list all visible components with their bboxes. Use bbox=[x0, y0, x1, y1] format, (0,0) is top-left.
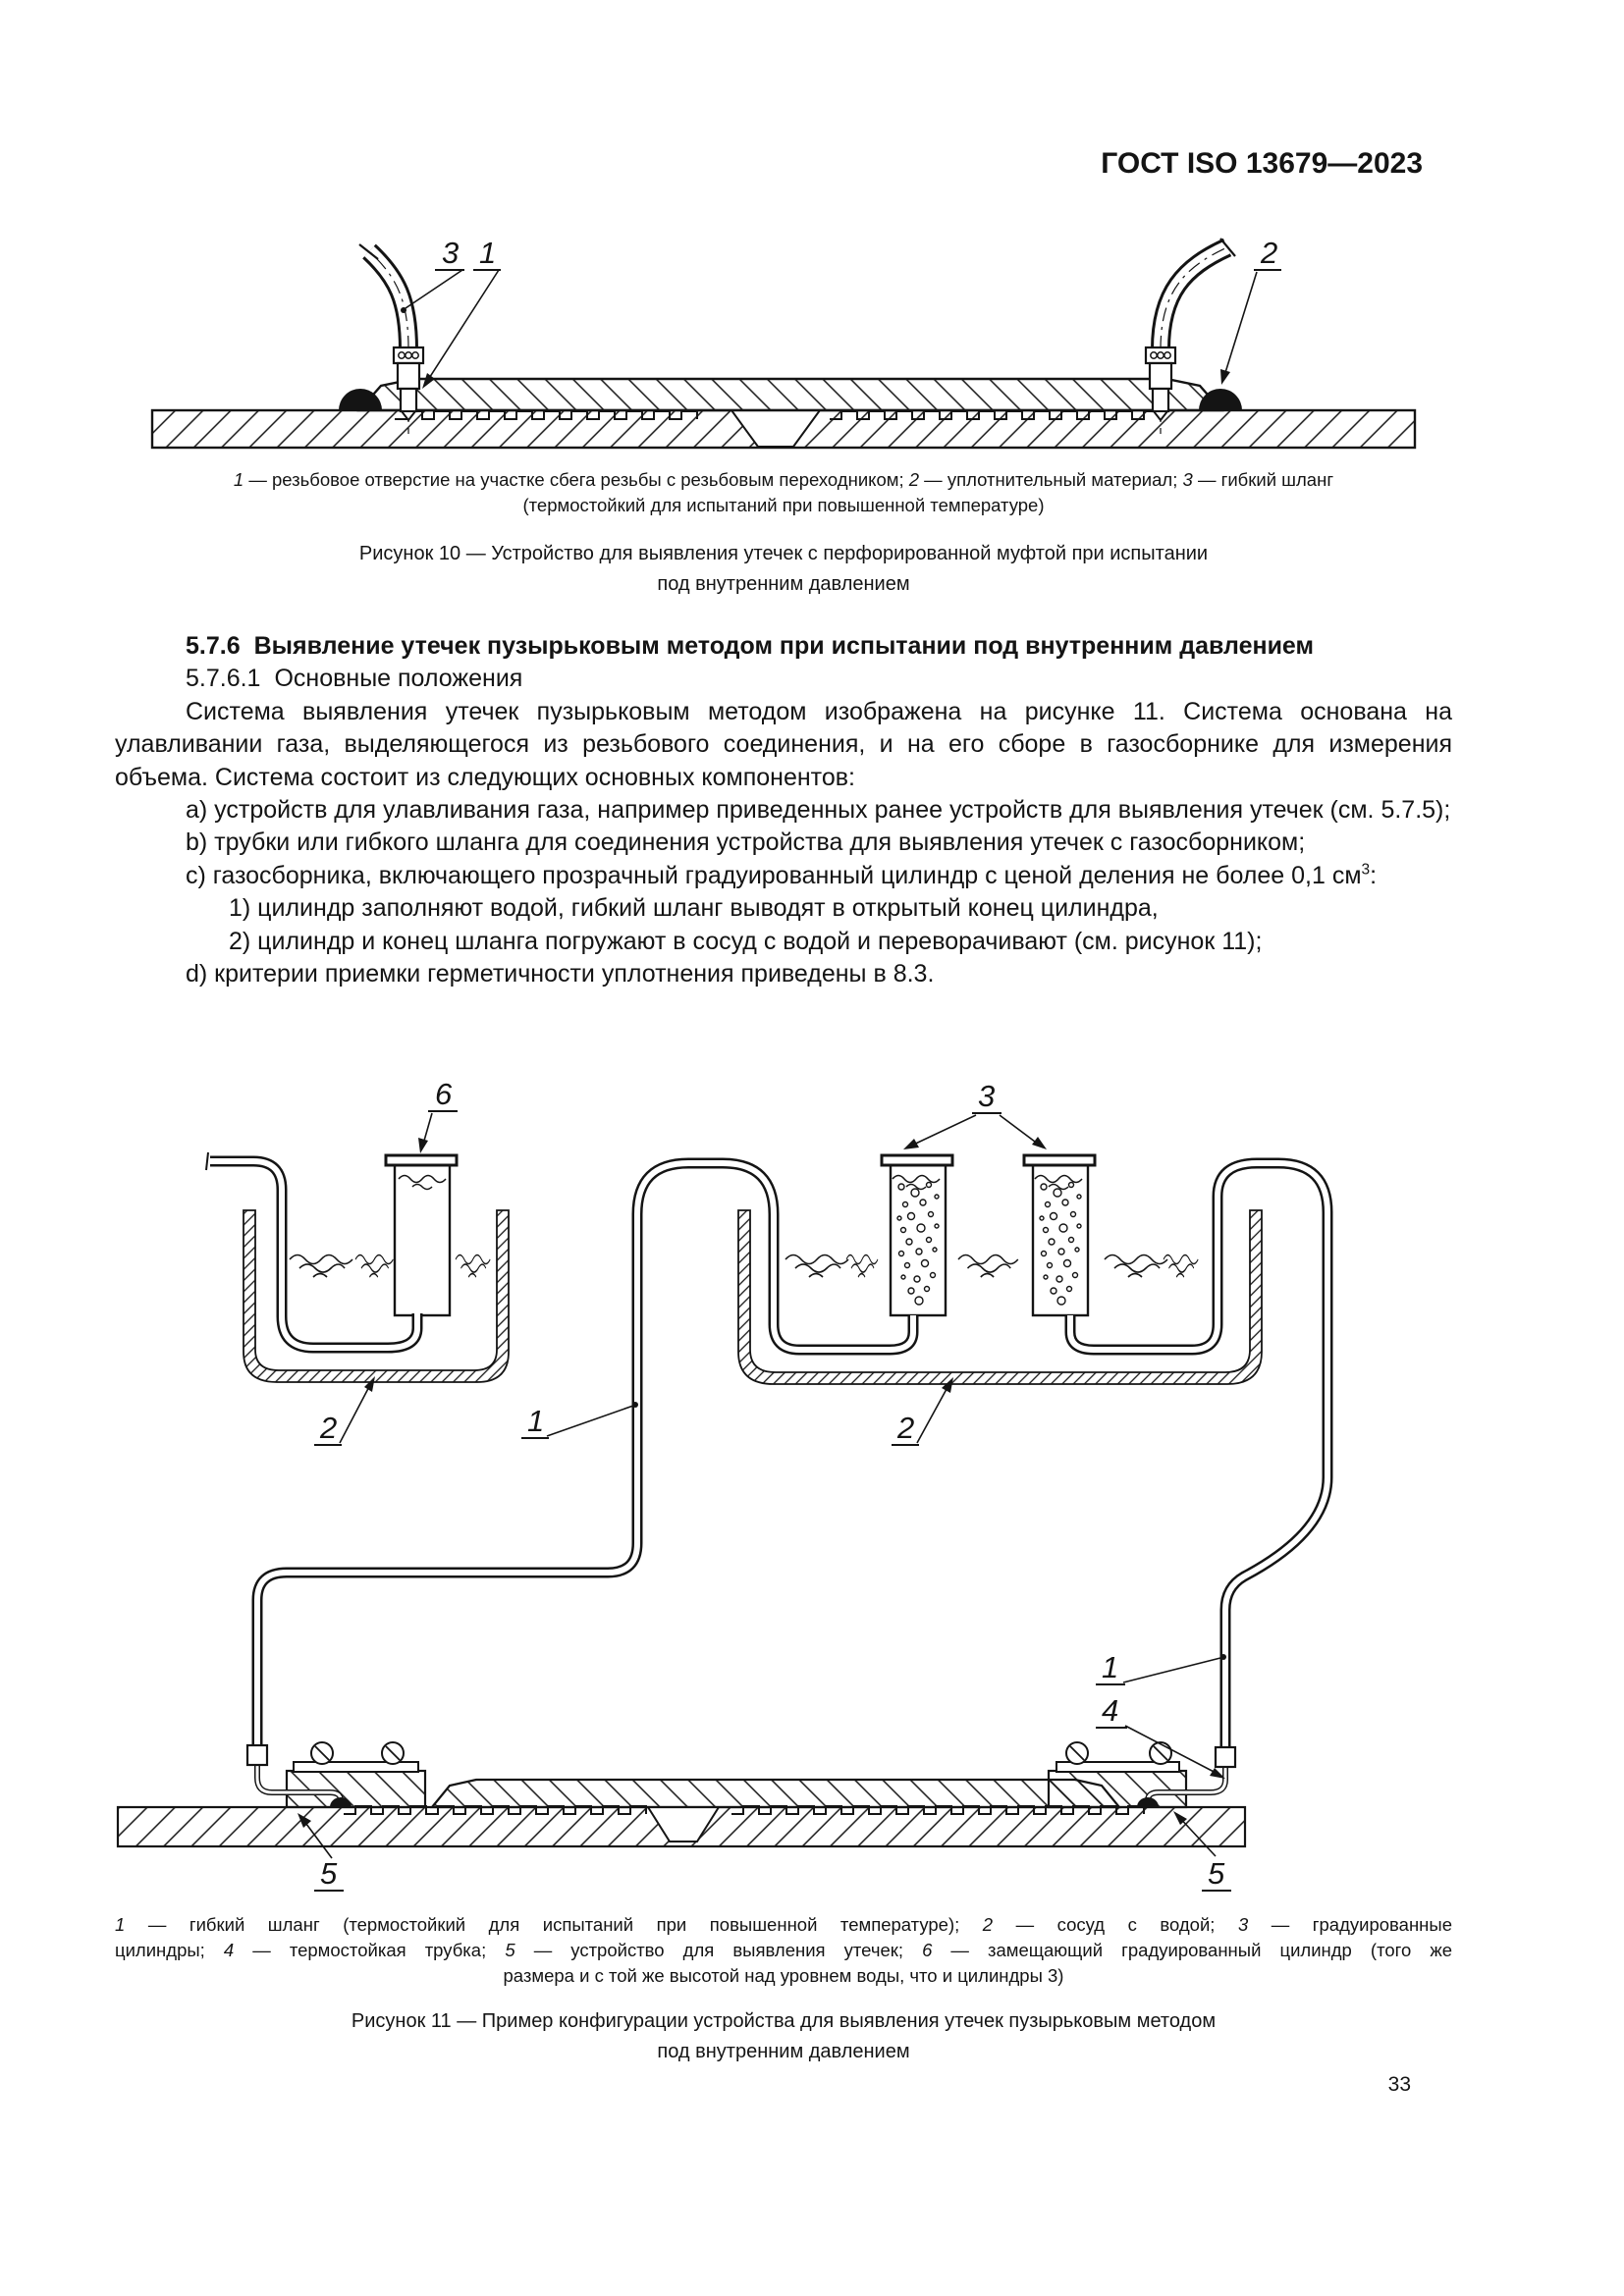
heat-resistant-tube-right bbox=[1137, 1745, 1237, 1807]
list-item-1: 1) цилиндр заполняют водой, гибкий шланг… bbox=[229, 894, 1159, 923]
hose-1-left bbox=[251, 1157, 919, 1744]
perforated-coupling bbox=[356, 377, 1224, 412]
threaded-adapter-left bbox=[392, 346, 425, 422]
thread-left bbox=[395, 410, 698, 420]
figure11-caption: Рисунок 11 — Пример конфигурации устройс… bbox=[115, 2006, 1452, 2067]
document-header: ГОСТ ISO 13679—2023 bbox=[1101, 147, 1423, 180]
feed-tube-left bbox=[205, 1151, 423, 1354]
heat-resistant-tube-left bbox=[245, 1743, 352, 1807]
page-number: 33 bbox=[1387, 2073, 1411, 2096]
list-item-c: c) газосборника, включающего прозрачный … bbox=[186, 861, 1378, 889]
svg-text:1: 1 bbox=[527, 1404, 544, 1438]
flexible-hose-left bbox=[358, 243, 418, 350]
coupling bbox=[429, 1778, 1122, 1809]
callout-2-right: 2 bbox=[892, 1377, 953, 1446]
figure10-legend-line2: (термостойкий для испытаний при повышенн… bbox=[522, 495, 1045, 515]
graduated-cylinder-right bbox=[1022, 1153, 1097, 1317]
callout-3: 3 bbox=[903, 1079, 1047, 1149]
water-vessel-left bbox=[243, 1209, 510, 1383]
seal-left bbox=[330, 1797, 352, 1807]
figure11-legend: 1 — гибкий шланг (термостойкий для испыт… bbox=[115, 1912, 1452, 1989]
svg-text:2: 2 bbox=[896, 1411, 914, 1445]
callout-2-left: 2 bbox=[314, 1376, 375, 1446]
callout-1-center: 1 bbox=[521, 1402, 638, 1439]
figure10-caption-line1: Рисунок 10 — Устройство для выявления ут… bbox=[358, 543, 1209, 564]
hose-1-right bbox=[1064, 1157, 1333, 1749]
paragraph-1: Система выявления утечек пузырьковым мет… bbox=[115, 697, 1452, 791]
svg-text:1: 1 bbox=[479, 236, 496, 270]
figure-10-drawing: 3 1 2 bbox=[150, 236, 1417, 450]
leak-capture-device-right bbox=[1047, 1741, 1188, 1809]
callout-1: 1 bbox=[422, 236, 501, 389]
callout-1-right: 1 bbox=[1096, 1650, 1226, 1685]
figure11-legend-line2: цилиндры; 4 — термостойкая трубка; 5 — у… bbox=[115, 1940, 1452, 1960]
figure11-caption-line1: Рисунок 11 — Пример конфигурации устройс… bbox=[351, 2010, 1217, 2032]
svg-text:5: 5 bbox=[320, 1856, 338, 1891]
seal-material-left bbox=[339, 389, 382, 410]
svg-text:3: 3 bbox=[978, 1079, 995, 1113]
flexible-hose-right bbox=[1151, 238, 1236, 350]
list-item-d: d) критерии приемки герметичности уплотн… bbox=[186, 960, 935, 988]
callout-5-left: 5 bbox=[298, 1813, 344, 1892]
svg-text:5: 5 bbox=[1208, 1856, 1225, 1891]
figure10-legend: 1 — резьбовое отверстие на участке сбега… bbox=[115, 467, 1452, 518]
figure10-caption-line2: под внутренним давлением bbox=[657, 573, 910, 595]
figure-11-drawing: 6 3 2 1 2 bbox=[116, 1077, 1333, 1892]
svg-text:6: 6 bbox=[435, 1077, 453, 1111]
svg-text:4: 4 bbox=[1102, 1693, 1118, 1728]
thread-right bbox=[830, 410, 1161, 420]
graduated-cylinder-left bbox=[880, 1153, 954, 1317]
tube-connector-left bbox=[245, 1743, 269, 1767]
list-item-b: b) трубки или гибкого шланга для соедине… bbox=[186, 828, 1306, 857]
figure10-caption: Рисунок 10 — Устройство для выявления ут… bbox=[115, 539, 1452, 600]
tube-connector-right bbox=[1214, 1745, 1237, 1769]
svg-text:3: 3 bbox=[442, 236, 459, 270]
threaded-adapter-right bbox=[1144, 346, 1177, 422]
figure10-legend-line1: 1 — резьбовое отверстие на участке сбега… bbox=[233, 469, 1334, 490]
list-item-a: a) устройств для улавливания газа, напри… bbox=[186, 796, 1451, 825]
leak-capture-device-left bbox=[285, 1741, 427, 1809]
replacement-cylinder bbox=[384, 1153, 459, 1317]
callout-6: 6 bbox=[418, 1077, 458, 1153]
figure11-caption-line2: под внутренним давлением bbox=[657, 2041, 910, 2062]
seal-right bbox=[1137, 1797, 1159, 1807]
thread-left bbox=[344, 1805, 647, 1815]
water-vessel-right bbox=[737, 1209, 1263, 1385]
seal-material-right bbox=[1199, 389, 1242, 410]
list-item-2: 2) цилиндр и конец шланга погружают в со… bbox=[229, 927, 1263, 955]
figure11-legend-line3: размера и с той же высотой над уровнем в… bbox=[503, 1965, 1064, 1986]
svg-text:2: 2 bbox=[1260, 236, 1277, 270]
callout-4: 4 bbox=[1096, 1693, 1225, 1779]
callout-5-right: 5 bbox=[1173, 1811, 1231, 1892]
svg-text:2: 2 bbox=[319, 1411, 337, 1445]
svg-text:1: 1 bbox=[1102, 1650, 1118, 1684]
callout-2: 2 bbox=[1220, 236, 1281, 385]
callout-3: 3 bbox=[401, 236, 464, 313]
figure11-legend-line1: 1 — гибкий шланг (термостойкий для испыт… bbox=[115, 1914, 1452, 1935]
